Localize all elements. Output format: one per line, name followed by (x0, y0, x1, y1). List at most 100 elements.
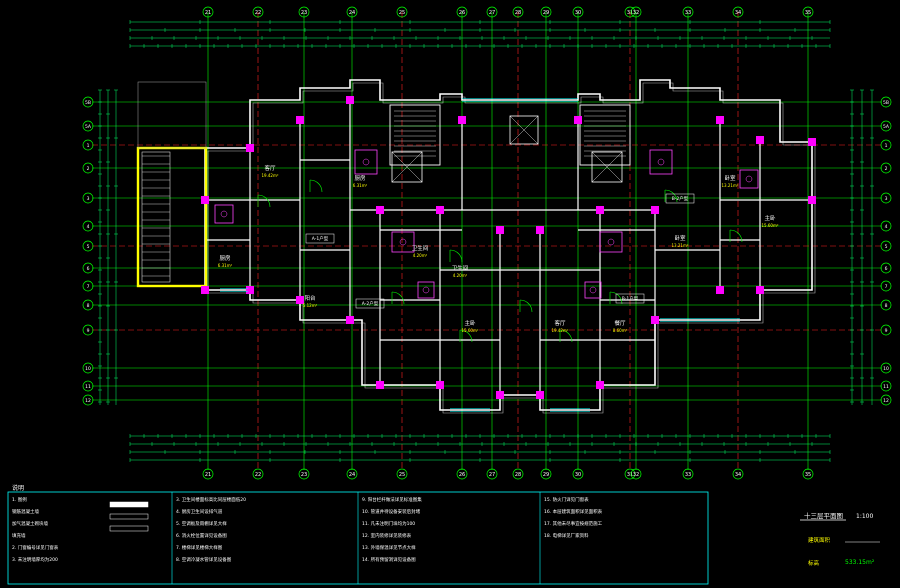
note-line: 2. 门窗编号详见门窗表 (12, 544, 59, 551)
door-swing (664, 189, 678, 203)
axis-label-top: 27 (489, 10, 495, 16)
axis-bubble-right (880, 262, 892, 274)
door-swing (391, 291, 405, 305)
structural-column (536, 391, 544, 399)
axis-label-right: 10 (883, 366, 889, 372)
structural-column (716, 286, 724, 294)
room-area: 19.42m² (552, 328, 569, 333)
note-line: 13. 外墙保温详见节点大样 (362, 544, 416, 551)
stair-landing (137, 81, 207, 149)
axis-bubble-bottom (252, 468, 264, 480)
stair-core (389, 104, 441, 166)
axis-bubble-right (880, 299, 892, 311)
axis-label-right: 7 (885, 284, 888, 290)
note-line: 6. 消火栓位置详见设备图 (176, 532, 227, 539)
axis-label-right: 3 (885, 196, 888, 202)
door-swing (309, 179, 323, 193)
axis-bubble-top (512, 6, 524, 18)
building-outline-inner (207, 82, 816, 414)
axis-label-bottom: 34 (735, 472, 741, 478)
structural-column (346, 96, 354, 104)
axis-label-top: 25 (399, 10, 405, 16)
axis-bubble-right (880, 120, 892, 132)
room-name: 客厅 (264, 164, 276, 172)
axis-label-top: 28 (515, 10, 521, 16)
structural-column (651, 316, 659, 324)
axis-bubble-top (252, 6, 264, 18)
axis-label-top: 35 (805, 10, 811, 16)
elevator-cross (591, 151, 623, 183)
axis-label-right: 5A (883, 124, 890, 130)
drawing-title: 十三层平面图 (804, 511, 843, 520)
axis-bubble-bottom (396, 468, 408, 480)
axis-bubble-bottom (802, 468, 814, 480)
axis-bubble-right (880, 192, 892, 204)
elevator-cross (391, 151, 423, 183)
note-line: 9. 阳台栏杆做法详见标准图集 (362, 496, 422, 503)
axis-bubble-top (298, 6, 310, 18)
label-layer: 客厅19.42m²卧室13.21m²主卧15.60m²厨房6.31m²卫生间4.… (218, 164, 779, 333)
axis-label-bottom: 23 (301, 472, 307, 478)
axis-label-right: 5 (885, 244, 888, 250)
axis-label-top: 33 (685, 10, 691, 16)
room-area: 13.21m² (722, 183, 739, 188)
room-name: 卫生间 (412, 244, 429, 252)
note-line: 17. 其他未尽事宜按规范施工 (544, 520, 603, 527)
axis-bubble-left (82, 262, 94, 274)
fixture-basin (657, 158, 665, 166)
axis-bubble-bottom (456, 468, 468, 480)
elevator-shaft (391, 151, 423, 183)
axis-label-right: 1 (885, 143, 888, 149)
fixture-basin (422, 286, 430, 294)
note-line: 填充墙 (12, 532, 26, 539)
axis-label-left: 11 (85, 384, 91, 390)
axis-bubble-top (624, 6, 636, 18)
room-name: 餐厅 (614, 319, 626, 327)
fixture (739, 169, 759, 189)
fixture (391, 231, 415, 253)
note-line: 14. 所有预留洞详见设备图 (362, 556, 416, 563)
note-line: 1. 图例 (12, 496, 27, 503)
unit-tag: A-2户型 (362, 300, 379, 307)
room-name: 卫生间 (452, 264, 469, 272)
room-name: 卧室 (724, 174, 736, 182)
room-area: 15.60m² (762, 223, 779, 228)
unit-tag-box (355, 298, 385, 309)
fixture-basin (589, 286, 597, 294)
axis-bubble-bottom (346, 468, 358, 480)
elevator-shaft (591, 151, 623, 183)
dimension-layer (98, 20, 874, 462)
fixture-basin (362, 158, 370, 166)
structural-column (574, 116, 582, 124)
unit-tag: A-1户型 (312, 235, 329, 242)
axis-label-left: 4 (87, 224, 90, 230)
axis-bubble-top (630, 6, 642, 18)
axis-bubble-bottom (682, 468, 694, 480)
axis-label-right: 2 (885, 166, 888, 172)
note-line: 18. 电梯详见厂家资料 (544, 532, 589, 539)
notes-heading: 说明 (12, 484, 24, 492)
room-name: 客厅 (554, 319, 566, 327)
axis-label-bottom: 32 (633, 472, 639, 478)
axis-label-left: 1 (87, 143, 90, 149)
axis-label-left: 12 (85, 398, 91, 404)
note-line: 钢筋混凝土墙 (12, 508, 39, 515)
door-swing (729, 229, 743, 243)
room-area: 8.60m² (613, 328, 628, 333)
unit-tag-box (615, 293, 645, 304)
structural-column (458, 116, 466, 124)
unit-tag: B-1户型 (622, 295, 639, 302)
grid-layer: 2121222223232424252526262727282829293030… (82, 6, 892, 480)
axis-bubble-top (456, 6, 468, 18)
structural-column (756, 286, 764, 294)
door-swing (449, 249, 463, 263)
axis-bubble-bottom (486, 468, 498, 480)
legend-swatch (109, 501, 149, 508)
axis-label-bottom: 27 (489, 472, 495, 478)
axis-bubble-top (346, 6, 358, 18)
axis-bubble-right (880, 362, 892, 374)
axis-bubble-bottom (630, 468, 642, 480)
